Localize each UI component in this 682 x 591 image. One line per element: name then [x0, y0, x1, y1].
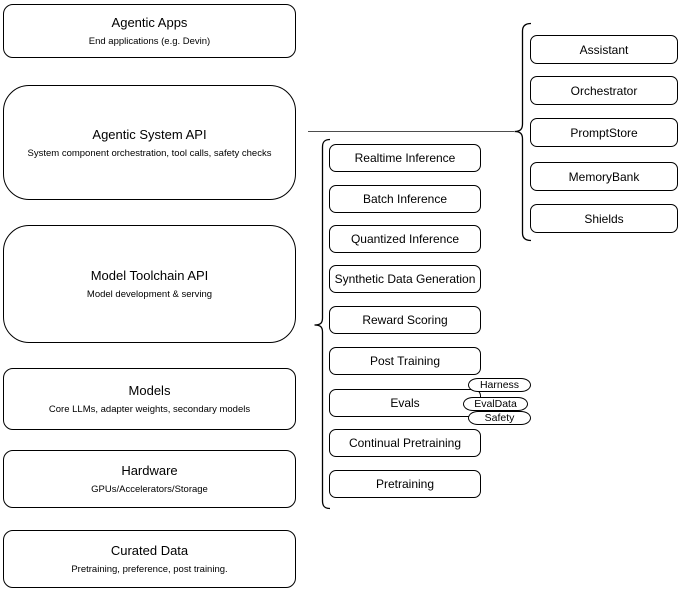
- node-title: Models: [128, 383, 171, 398]
- node-subtitle: Core LLMs, adapter weights, secondary mo…: [48, 404, 251, 415]
- node-label: PromptStore: [570, 125, 638, 140]
- components-brace: [514, 22, 532, 242]
- node-models: Models Core LLMs, adapter weights, secon…: [3, 368, 296, 430]
- tag-label: EvalData: [474, 398, 517, 410]
- node-batch-inference: Batch Inference: [329, 185, 481, 213]
- node-label: MemoryBank: [568, 169, 640, 184]
- node-subtitle: End applications (e.g. Devin): [88, 36, 211, 47]
- node-label: Realtime Inference: [354, 151, 456, 165]
- tag-label: Harness: [479, 379, 520, 391]
- node-synthetic-data-generation: Synthetic Data Generation: [329, 265, 481, 293]
- node-continual-pretraining: Continual Pretraining: [329, 429, 481, 457]
- node-pretraining: Pretraining: [329, 470, 481, 498]
- node-label: Orchestrator: [570, 83, 638, 98]
- node-hardware: Hardware GPUs/Accelerators/Storage: [3, 450, 296, 508]
- node-title: Curated Data: [110, 543, 189, 558]
- node-realtime-inference: Realtime Inference: [329, 144, 481, 172]
- node-orchestrator: Orchestrator: [530, 76, 678, 105]
- node-agentic-apps: Agentic Apps End applications (e.g. Devi…: [3, 4, 296, 58]
- node-label: Continual Pretraining: [348, 436, 462, 450]
- node-title: Hardware: [121, 463, 178, 478]
- node-label: Shields: [584, 211, 624, 226]
- node-model-toolchain-api: Model Toolchain API Model development & …: [3, 225, 296, 343]
- node-post-training: Post Training: [329, 347, 481, 375]
- toolchain-brace: [314, 138, 331, 510]
- node-label: Synthetic Data Generation: [334, 272, 476, 286]
- node-label: Post Training: [369, 354, 441, 368]
- node-subtitle: GPUs/Accelerators/Storage: [91, 484, 208, 495]
- tag-label: Safety: [484, 412, 515, 424]
- node-evals: Evals: [329, 389, 481, 417]
- tag-safety: Safety: [468, 411, 531, 425]
- node-curated-data: Curated Data Pretraining, preference, po…: [3, 530, 296, 588]
- tag-evaldata: EvalData: [463, 397, 528, 411]
- node-assistant: Assistant: [530, 35, 678, 64]
- node-reward-scoring: Reward Scoring: [329, 306, 481, 334]
- node-label: Evals: [390, 396, 420, 410]
- node-promptstore: PromptStore: [530, 118, 678, 147]
- node-label: Reward Scoring: [362, 313, 448, 327]
- node-shields: Shields: [530, 204, 678, 233]
- node-memorybank: MemoryBank: [530, 162, 678, 191]
- node-subtitle: Model development & serving: [86, 289, 213, 300]
- node-title: Agentic System API: [92, 126, 207, 142]
- node-label: Quantized Inference: [350, 232, 460, 246]
- node-subtitle: Pretraining, preference, post training.: [71, 564, 228, 575]
- node-label: Pretraining: [375, 477, 435, 491]
- node-label: Batch Inference: [362, 192, 448, 206]
- node-title: Model Toolchain API: [90, 268, 209, 283]
- node-agentic-system-api: Agentic System API System component orch…: [3, 85, 296, 200]
- tag-harness: Harness: [468, 378, 531, 392]
- node-subtitle: System component orchestration, tool cal…: [27, 147, 272, 159]
- node-label: Assistant: [579, 42, 629, 57]
- node-title: Agentic Apps: [111, 15, 188, 30]
- node-quantized-inference: Quantized Inference: [329, 225, 481, 253]
